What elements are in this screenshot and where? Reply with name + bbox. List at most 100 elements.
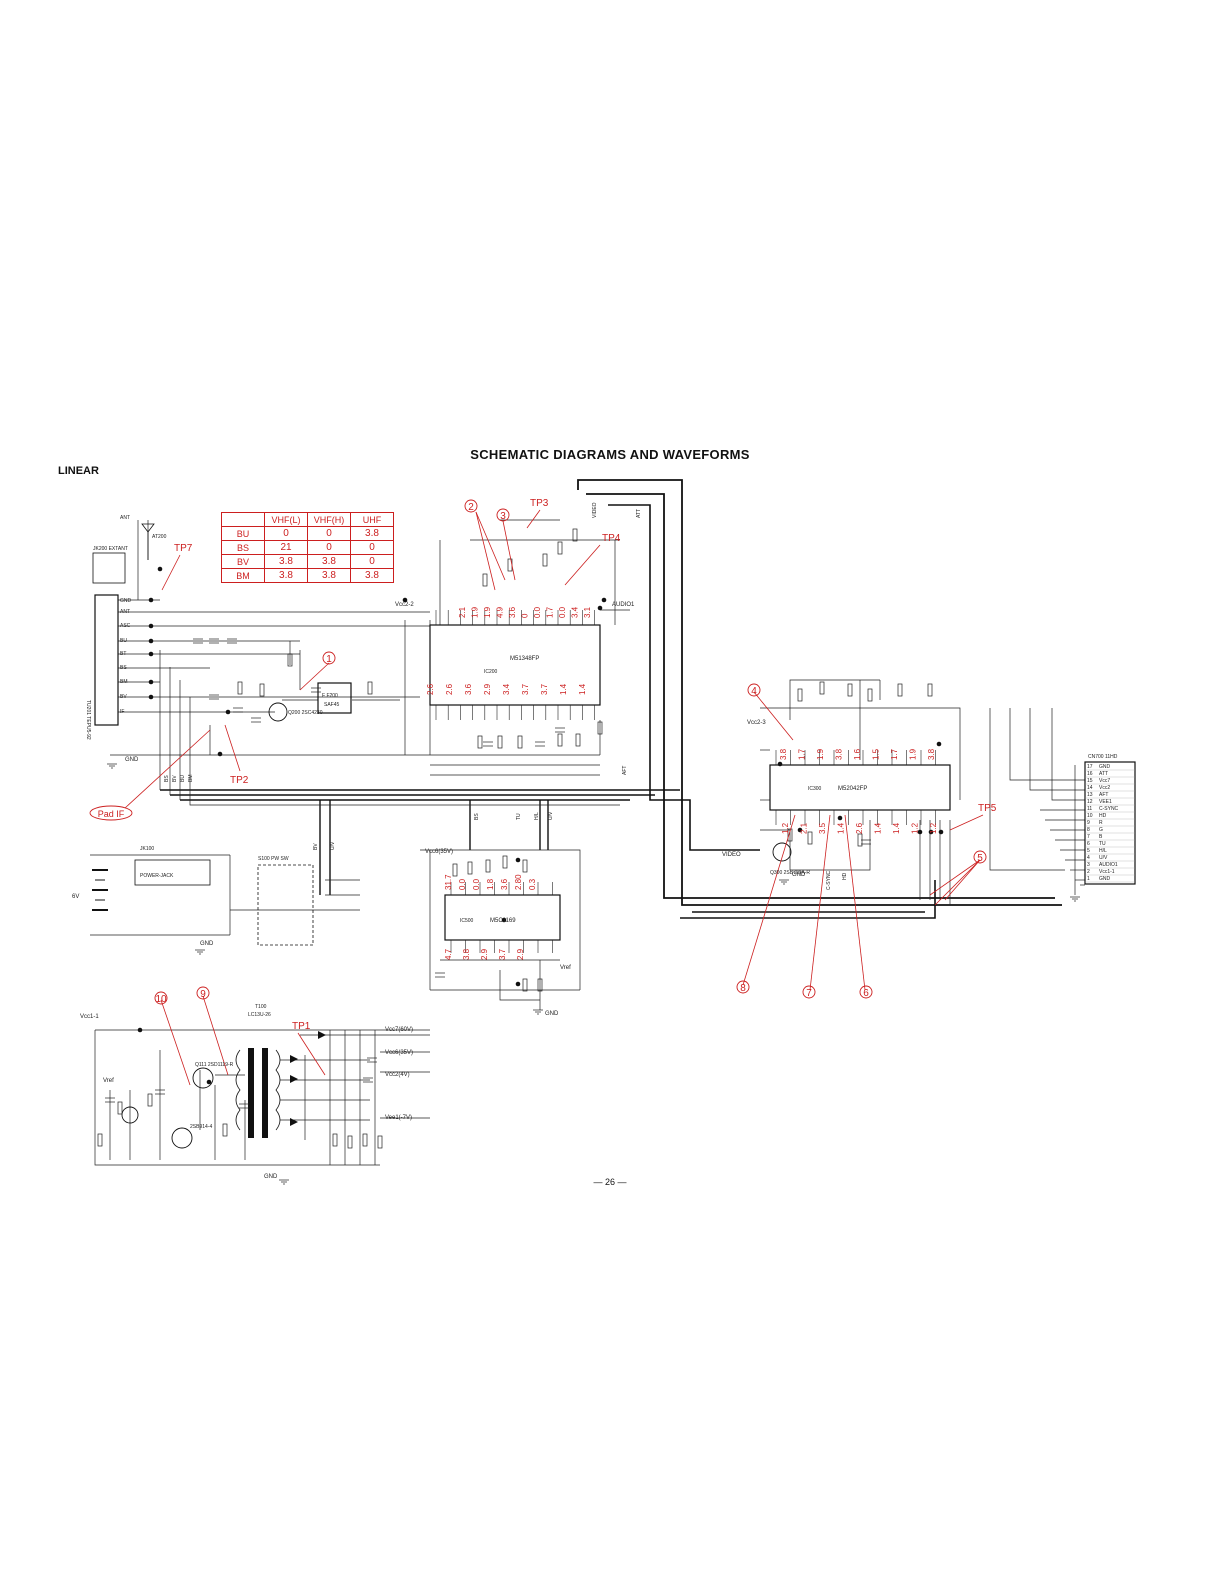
chroma-ic-label: M52042FP	[838, 786, 867, 792]
cn700-pin-name: C-SYNC	[1099, 806, 1119, 812]
tp4-label: TP4	[602, 533, 621, 544]
voltage-reading: 2.80	[514, 874, 523, 890]
cn700-pin-number: 4	[1087, 855, 1090, 861]
voltage-reading: 1.7	[798, 748, 807, 760]
cn700-pin-name: U/V	[1099, 855, 1108, 861]
voltage-reading: 1.9	[471, 606, 480, 618]
marker-6: 6	[863, 988, 869, 999]
net-vref: Vref	[103, 1078, 114, 1084]
voltage-reading: 1.5	[872, 748, 881, 760]
net-vcc2-2: Vcc2-2	[395, 602, 414, 608]
junction-dot	[501, 917, 507, 923]
junction-dot	[938, 829, 944, 835]
tp7-label: TP7	[174, 543, 193, 554]
junction-dots	[137, 566, 944, 1085]
tuner-pin: BU	[120, 638, 127, 644]
cn700-pin-number: 15	[1087, 778, 1093, 784]
marker-2: 2	[468, 502, 474, 513]
net-6v: 6V	[72, 894, 79, 900]
junction-dot	[137, 1027, 143, 1033]
cn700-pin-number: 2	[1087, 869, 1090, 875]
net-uv-2: U/V	[548, 811, 554, 820]
antenna-symbol	[92, 523, 155, 584]
net-gnd-5: GND	[200, 941, 214, 947]
junction-dot	[402, 597, 408, 603]
voltage-reading: 3.8	[835, 748, 844, 760]
band-table-header: VHF(L) VHF(H) UHF	[221, 512, 394, 527]
voltage-reading: 1.9	[909, 748, 918, 760]
cn700-pin-name: Vcc7	[1099, 778, 1110, 784]
net-labels: Vcc2-2 Vcc2-3 Vcc6(35V) Vcc1-1 Vcc7(60V)…	[72, 502, 848, 1180]
voltage-reading: 4.7	[444, 948, 453, 960]
cn700-pin-number: 11	[1087, 806, 1092, 812]
voltage-reading: 0.0	[558, 606, 567, 618]
junction-dot	[217, 751, 223, 757]
voltage-reading: 0	[521, 613, 530, 618]
net-bu: BU	[180, 775, 186, 782]
resistor	[485, 859, 491, 873]
junction-dot	[777, 761, 783, 767]
resistor	[259, 683, 265, 697]
resistor	[897, 683, 903, 697]
component-labels: ANT AT200 JK200 EXTANT TU201 TEPU5-92 M5…	[85, 515, 1118, 1130]
junction-dot	[157, 566, 163, 572]
band-voltage-table: VHF(L) VHF(H) UHF BU 0 0 3.8 BS 21 0 0 B…	[221, 512, 394, 583]
net-video-2: VIDEO	[592, 502, 598, 518]
signal-wires	[90, 519, 1085, 1166]
passive-components	[97, 528, 933, 1149]
ic-pins	[435, 610, 936, 953]
resistor	[807, 831, 813, 845]
voltage-reading: 2.6	[855, 822, 864, 834]
transistors	[121, 702, 792, 1149]
junction-dot	[515, 981, 521, 987]
cn700-pin-name: Vcc2	[1099, 785, 1110, 791]
tp1-label: TP1	[292, 1021, 311, 1032]
tp3-label: TP3	[530, 498, 549, 509]
cn700-pin-name: VEE1	[1099, 799, 1112, 805]
band-table-row: BV 3.8 3.8 0	[221, 554, 394, 569]
marker-3: 3	[500, 511, 506, 522]
resistor	[557, 733, 563, 747]
resistor	[787, 828, 793, 842]
resistor	[542, 553, 548, 567]
voltage-reading: 1.4	[892, 822, 901, 834]
resistor	[927, 683, 933, 697]
junction-dot	[225, 709, 231, 715]
tuner-pin: BS	[120, 665, 127, 671]
resistor	[537, 978, 543, 992]
tuner-pin: BV	[120, 694, 127, 700]
voltage-reading: 2.9	[483, 683, 492, 695]
cn700-label: CN700 11HD	[1088, 754, 1118, 760]
resistor	[847, 683, 853, 697]
cn700-pin-name: TU	[1099, 841, 1106, 847]
voltage-reading: 1.4	[837, 822, 846, 834]
section-title: LINEAR	[58, 465, 99, 477]
junction-dot	[148, 638, 154, 644]
tuner-pin-labels: ANT ASC BU BT BS BM BV GND IF	[120, 598, 132, 715]
voltage-reading: 3.5	[818, 822, 827, 834]
cn700-pin-name: H/L	[1099, 848, 1107, 854]
voltage-reading: 3.7	[498, 948, 507, 960]
cn700-pin-number: 7	[1087, 834, 1090, 840]
test-point-labels: TP7 TP2 TP3 TP4 TP5 TP1	[174, 498, 997, 1032]
marker-7: 7	[806, 988, 812, 999]
tuner-pin: IF	[120, 709, 124, 715]
tp5-label: TP5	[978, 803, 997, 814]
ground-symbols	[107, 763, 1080, 1185]
transformer-type: LC13U-26	[248, 1012, 271, 1018]
junction-dot	[148, 679, 154, 685]
ic-outlines	[94, 594, 1136, 946]
net-vcc6: Vcc6(35V)	[425, 849, 453, 855]
voltage-reading: 1.9	[816, 748, 825, 760]
net-vee1: Vee1(-7V)	[385, 1115, 412, 1121]
if-ic-ref: IC200	[484, 669, 498, 675]
tuner-pin: ANT	[120, 609, 130, 615]
net-bm: BM	[188, 775, 194, 783]
tp2-label: TP2	[230, 775, 249, 786]
cn700-pin-number: 5	[1087, 848, 1090, 854]
saw-filter-ref: F F200	[322, 693, 338, 699]
voltage-reading: 1.2	[781, 822, 790, 834]
resistor	[797, 688, 803, 702]
resistor	[467, 861, 473, 875]
